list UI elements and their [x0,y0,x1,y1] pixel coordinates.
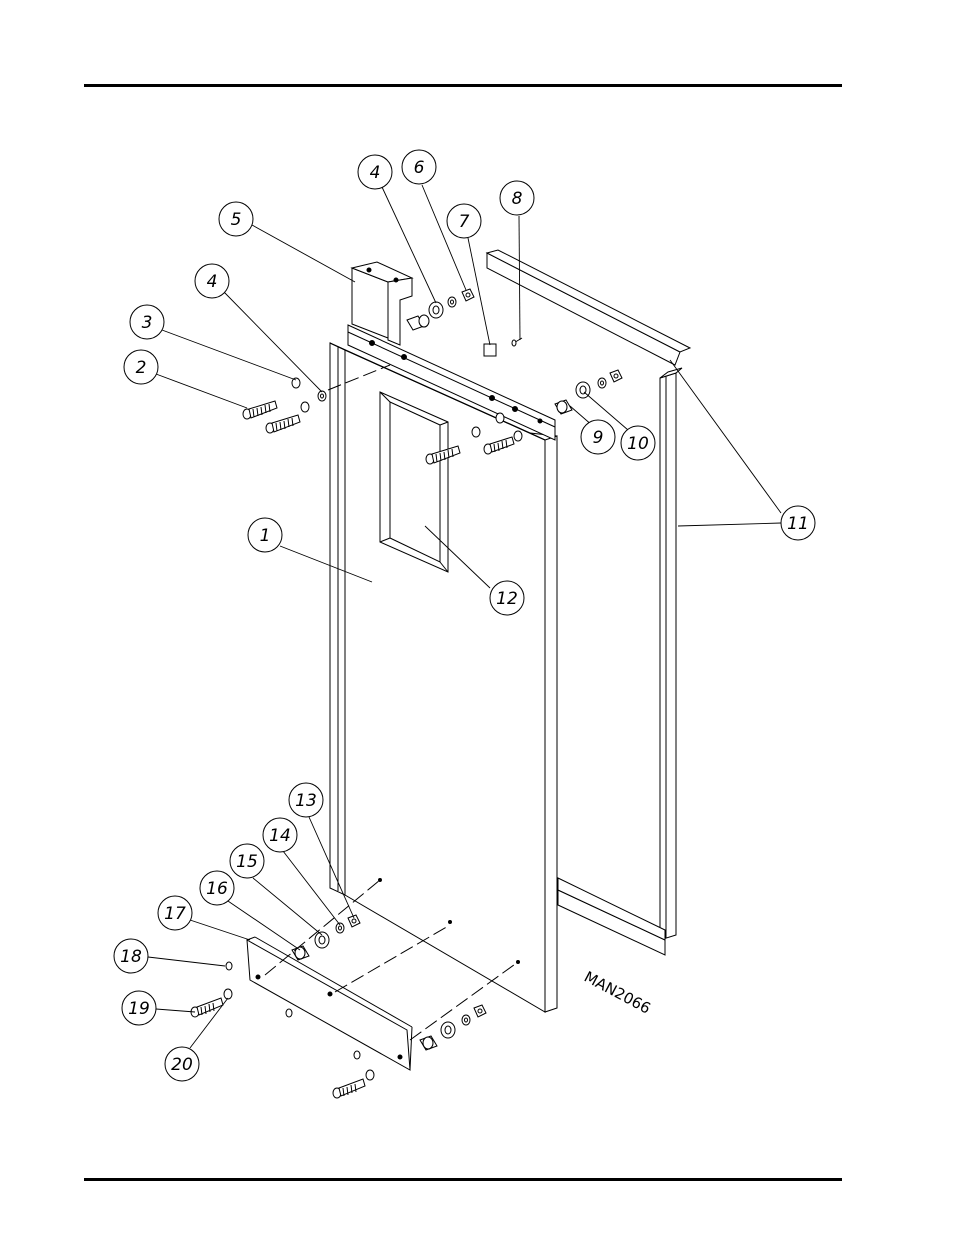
svg-text:6: 6 [414,158,425,178]
hinge-pin-bottom [292,915,360,960]
bolt-bottom-left [191,998,223,1017]
callout-4b: 4 [358,155,392,189]
callout-19: 19 [122,991,156,1025]
callout-2: 2 [124,350,158,384]
small-screw [512,338,522,346]
callout-9: 9 [581,420,615,454]
callout-7: 7 [447,204,481,238]
svg-text:20: 20 [171,1055,193,1075]
callout-18: 18 [114,939,148,973]
callout-11: 11 [781,506,815,540]
bolt-top-left-upper [243,401,277,419]
callout-8: 8 [500,181,534,215]
svg-text:5: 5 [231,210,242,230]
svg-text:7: 7 [459,212,470,232]
washer-3b [301,402,309,412]
bottom-bar [558,878,665,955]
svg-text:10: 10 [627,434,649,454]
hinge-pin-right [555,370,622,414]
svg-text:4: 4 [207,272,218,292]
callout-10: 10 [621,426,655,460]
bolt-bottom-center [333,1079,365,1098]
vertical-bar [660,368,682,940]
svg-text:19: 19 [128,999,150,1019]
callout-20: 20 [165,1047,199,1081]
svg-text:16: 16 [206,879,228,899]
callout-1: 1 [248,518,282,552]
svg-text:14: 14 [269,826,291,846]
svg-text:11: 11 [787,514,809,534]
svg-text:18: 18 [120,947,142,967]
svg-text:13: 13 [295,791,317,811]
top-bar [487,250,690,365]
hinge-pin-bottom-right [420,1005,486,1050]
svg-text:8: 8 [512,189,523,209]
svg-text:1: 1 [260,526,271,546]
bolt-top-left-lower [266,415,300,433]
svg-text:2: 2 [136,358,147,378]
washer-3a [292,378,300,388]
callout-13: 13 [289,783,323,817]
callout-5: 5 [219,202,253,236]
callout-15: 15 [230,844,264,878]
svg-text:3: 3 [142,313,153,333]
svg-text:9: 9 [593,428,604,448]
hinge-pin-top [407,289,474,330]
callout-12: 12 [490,581,524,615]
callout-16: 16 [200,871,234,905]
kick-plate [247,937,412,1070]
svg-text:15: 15 [236,852,258,872]
callout-6: 6 [402,150,436,184]
svg-text:12: 12 [496,589,518,609]
callout-4a: 4 [195,264,229,298]
washer-4a [318,391,326,401]
svg-text:4: 4 [370,163,381,183]
drawing-code: MAN2066 [581,968,654,1018]
callout-17: 17 [158,896,192,930]
svg-text:17: 17 [164,904,186,924]
callout-3: 3 [130,305,164,339]
callout-14: 14 [263,818,297,852]
door-panel [330,343,557,1012]
small-plate [484,344,496,356]
